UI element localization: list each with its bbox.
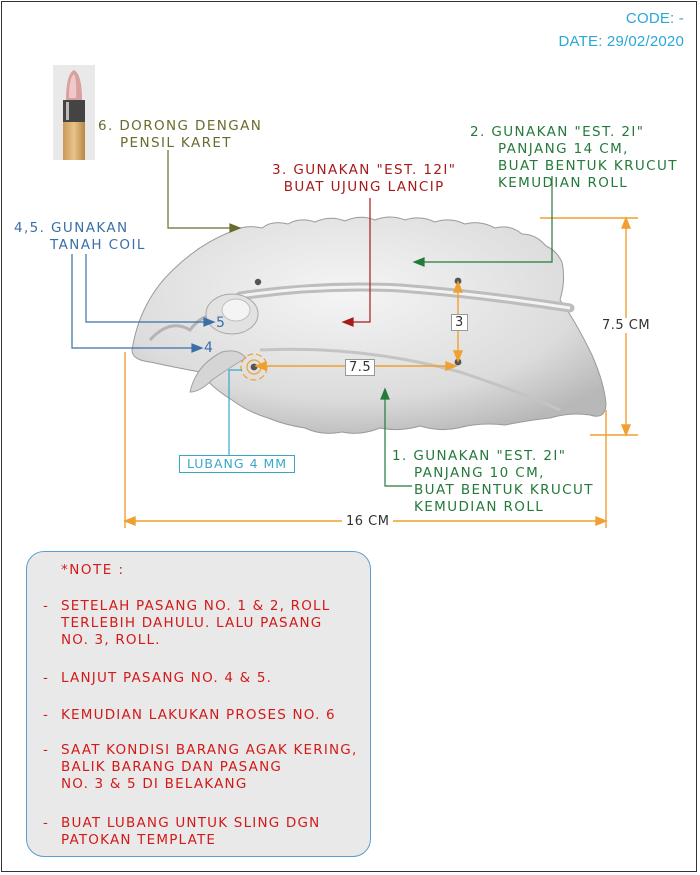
- label-step1-line1: 1. GUNAKAN "EST. 2I": [392, 448, 567, 464]
- label-step3-line2: BUAT UJUNG LANCIP: [283, 179, 445, 195]
- label-step3-line1: 3. GUNAKAN "EST. 12I": [272, 162, 457, 178]
- leader-step3: [341, 198, 371, 327]
- note-item-2: - LANJUT PASANG NO. 4 & 5.: [43, 670, 368, 687]
- note-item-text: SETELAH PASANG NO. 1 & 2, ROLL TERLEBIH …: [61, 598, 331, 648]
- leader-hole: [228, 369, 242, 455]
- date-label: DATE: 29/02/2020: [558, 33, 684, 50]
- note-title: *NOTE :: [61, 562, 125, 578]
- label-step45: 4,5. GUNAKAN TANAH COIL: [14, 220, 146, 254]
- code-label: CODE: -: [625, 10, 684, 27]
- dim-width: 16 CM: [342, 514, 394, 529]
- leader-step6: [167, 150, 242, 233]
- note-dash: -: [43, 707, 50, 723]
- note-dash: -: [43, 598, 50, 614]
- label-step1-line3: BUAT BENTUK KRUCUT: [414, 482, 594, 498]
- label-step1-line2: PANJANG 10 CM,: [414, 465, 545, 481]
- note-item-text: SAAT KONDISI BARANG AGAK KERING, BALIK B…: [61, 742, 358, 792]
- label-step6-line2: PENSIL KARET: [120, 135, 232, 151]
- note-dash: -: [43, 815, 50, 831]
- label-step2-line1: 2. GUNAKAN "EST. 2I": [470, 124, 645, 140]
- label-step3: 3. GUNAKAN "EST. 12I" BUAT UJUNG LANCIP: [272, 162, 456, 196]
- note-item-3: - KEMUDIAN LAKUKAN PROSES NO. 6: [43, 707, 368, 724]
- label-step6: 6. DORONG DENGAN PENSIL KARET: [98, 118, 262, 152]
- label-step6-line1: 6. DORONG DENGAN: [98, 118, 263, 134]
- hole-size-label: LUBANG 4 MM: [179, 455, 295, 473]
- leader-step45: [71, 254, 216, 353]
- marker-5: 5: [216, 315, 227, 331]
- marker-4: 4: [204, 340, 215, 356]
- leader-step2: [412, 176, 553, 267]
- note-item-text: LANJUT PASANG NO. 4 & 5.: [61, 670, 273, 686]
- label-step1: 1. GUNAKAN "EST. 2I" PANJANG 10 CM, BUAT…: [392, 448, 594, 516]
- label-step2-line2: PANJANG 14 CM,: [498, 141, 629, 157]
- leader-step1: [380, 387, 412, 487]
- label-step45-line1: 4,5. GUNAKAN: [14, 220, 129, 236]
- dim-hole-spacing-h: 7.5: [345, 359, 376, 376]
- dim-height: 7.5 CM: [600, 318, 653, 333]
- note-item-1: - SETELAH PASANG NO. 1 & 2, ROLL TERLEBI…: [43, 598, 368, 649]
- note-item-text: KEMUDIAN LAKUKAN PROSES NO. 6: [61, 707, 336, 723]
- note-dash: -: [43, 670, 50, 686]
- label-step2-line3: BUAT BENTUK KRUCUT: [498, 158, 678, 174]
- label-step2-line4: KEMUDIAN ROLL: [498, 175, 629, 191]
- note-item-5: - BUAT LUBANG UNTUK SLING DGN PATOKAN TE…: [43, 815, 368, 849]
- note-item-text: BUAT LUBANG UNTUK SLING DGN PATOKAN TEMP…: [61, 815, 321, 848]
- note-dash: -: [43, 742, 50, 758]
- label-step1-line4: KEMUDIAN ROLL: [414, 499, 545, 515]
- dim-hole-spacing-v: 3: [451, 314, 468, 331]
- label-step2: 2. GUNAKAN "EST. 2I" PANJANG 14 CM, BUAT…: [470, 124, 678, 192]
- note-item-4: - SAAT KONDISI BARANG AGAK KERING, BALIK…: [43, 742, 368, 793]
- label-step45-line2: TANAH COIL: [50, 237, 146, 253]
- note-box: *NOTE : - SETELAH PASANG NO. 1 & 2, ROLL…: [26, 551, 371, 857]
- rubber-pencil-icon: [53, 65, 95, 160]
- clay-leaf: [131, 216, 607, 434]
